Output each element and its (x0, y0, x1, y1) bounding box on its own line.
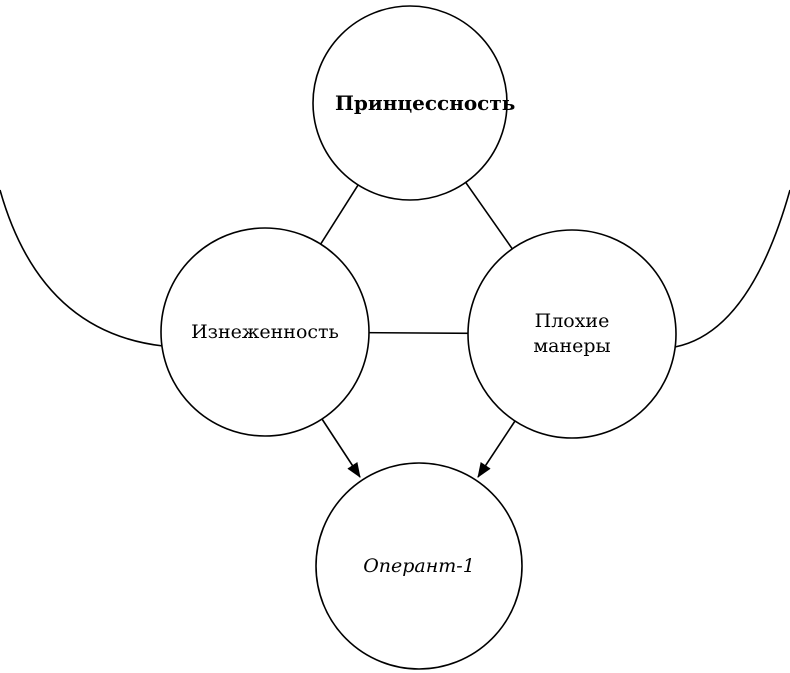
node-circle-princess (312, 5, 508, 201)
node-circle-operant (315, 462, 523, 670)
arrow-badmanners-operant (477, 420, 516, 478)
offscreen-edge-left (0, 189, 164, 347)
arrow-effeminacy-operant (321, 418, 361, 478)
node-circle-effeminacy (160, 227, 370, 437)
node-circle-badmanners (467, 229, 677, 439)
offscreen-edge-right (674, 189, 790, 348)
